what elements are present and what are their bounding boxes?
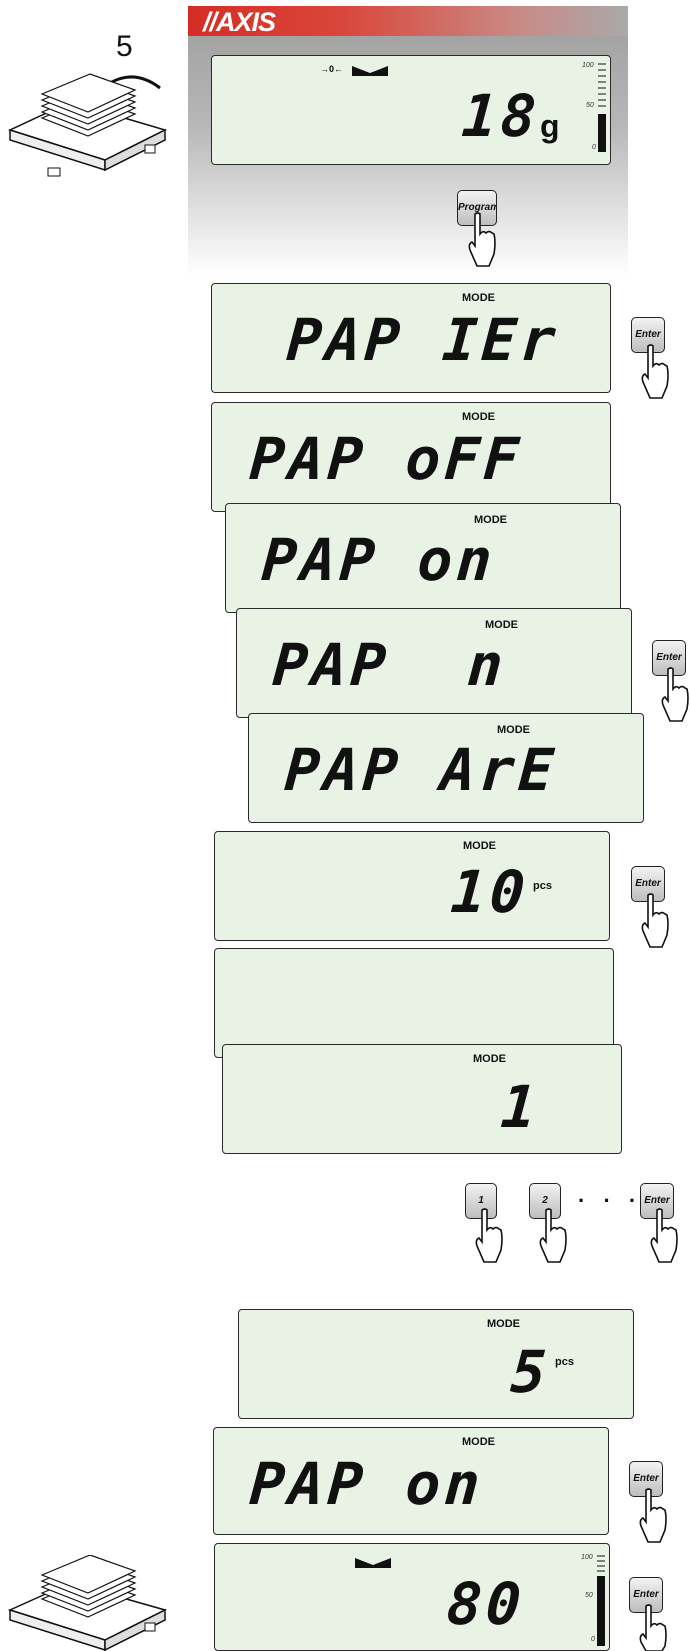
lcd-display-7: _ — [214, 948, 614, 1058]
load-bargraph-icon — [597, 1555, 605, 1646]
display-text: 80 — [444, 1570, 528, 1638]
lcd-display-11: 80 100 50 0 — [214, 1543, 610, 1651]
bar-label-max: 100 — [582, 62, 594, 69]
load-bargraph-icon — [598, 63, 606, 152]
mode-indicator: MODE — [497, 724, 530, 736]
pointing-hand-icon — [475, 1208, 503, 1263]
mode-indicator: MODE — [474, 514, 507, 526]
pointing-hand-icon — [639, 1604, 667, 1651]
pointing-hand-icon — [539, 1208, 567, 1263]
lcd-display-4: MODE PAP n — [236, 608, 632, 718]
brand-logo: //AXIS — [203, 7, 276, 37]
enter-key[interactable]: Enter — [652, 640, 686, 676]
display-text: _ — [488, 985, 533, 1053]
display-text: PAP on — [247, 1450, 486, 1518]
brand-bar — [188, 6, 628, 36]
weight-value: 18 — [459, 82, 543, 150]
lcd-display-1: MODE PAP IEr — [211, 283, 611, 393]
display-text: PAP IEr — [284, 306, 562, 374]
bar-label-min: 0 — [591, 1636, 595, 1643]
mode-indicator: MODE — [462, 292, 495, 304]
mode-indicator: MODE — [487, 1318, 520, 1330]
stable-indicator-icon — [352, 66, 388, 76]
display-text: PAP oFF — [247, 425, 525, 493]
lcd-display-2: MODE PAP oFF — [211, 402, 611, 512]
mode-indicator: MODE — [462, 411, 495, 423]
lcd-display-3: MODE PAP on — [225, 503, 621, 613]
mode-indicator: MODE — [485, 619, 518, 631]
digit-key-1[interactable]: 1 — [465, 1183, 497, 1219]
enter-key[interactable]: Enter — [629, 1577, 663, 1613]
pointing-hand-icon — [468, 212, 496, 267]
bar-label-mid: 50 — [585, 1592, 593, 1599]
display-text: PAP on — [259, 526, 498, 594]
scale-with-paper-icon — [7, 73, 168, 177]
display-text: 5 — [508, 1338, 553, 1406]
weight-unit: g — [540, 108, 560, 144]
lcd-display-5: MODE PAP ArE — [248, 713, 644, 823]
mode-indicator: MODE — [462, 1436, 495, 1448]
display-text: PAP n — [270, 631, 509, 699]
pointing-hand-icon — [650, 1208, 678, 1263]
display-text: PAP ArE — [282, 736, 560, 804]
pointing-hand-icon — [641, 893, 669, 948]
pointing-hand-icon — [641, 344, 669, 399]
unit-pcs: pcs — [533, 880, 552, 892]
step-number: 5 — [116, 30, 133, 63]
enter-key[interactable]: Enter — [629, 1461, 663, 1497]
lcd-display-weight: →0← 18 g 100 50 0 — [211, 55, 611, 165]
scale-with-paper-icon — [7, 1555, 168, 1651]
mode-indicator: MODE — [473, 1053, 506, 1065]
digit-key-2[interactable]: 2 — [529, 1183, 561, 1219]
pointing-hand-icon — [639, 1488, 667, 1543]
stable-indicator-icon — [355, 1558, 391, 1568]
lcd-display-9: MODE 5 pcs — [238, 1309, 634, 1419]
pointing-hand-icon — [661, 667, 689, 722]
display-text: 10 — [448, 858, 532, 926]
lcd-display-10: MODE PAP on — [213, 1427, 609, 1535]
unit-pcs: pcs — [555, 1356, 574, 1368]
mode-indicator: MODE — [463, 840, 496, 852]
ellipsis: · · · — [578, 1188, 643, 1213]
display-text: 1 — [498, 1073, 543, 1141]
lcd-display-6: MODE 10 pcs — [214, 831, 610, 941]
enter-key[interactable]: Enter — [631, 866, 665, 902]
bar-label-min: 0 — [592, 144, 596, 151]
bar-label-mid: 50 — [586, 102, 594, 109]
zero-indicator: →0← — [320, 64, 344, 74]
bar-label-max: 100 — [581, 1554, 593, 1561]
lcd-display-8: MODE 1 — [222, 1044, 622, 1154]
